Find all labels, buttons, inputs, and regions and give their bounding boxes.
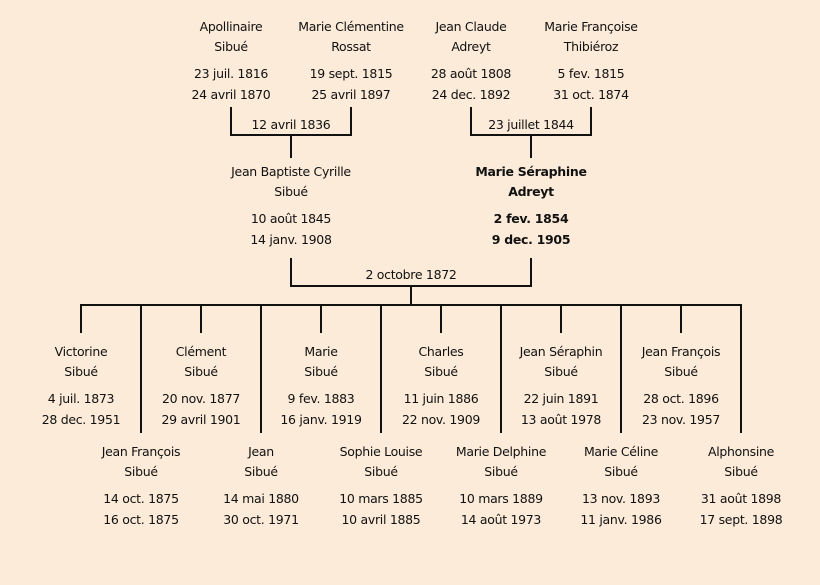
- birth-date: 10 août 1845: [250, 211, 332, 226]
- death-date: 23 nov. 1957: [641, 412, 721, 427]
- person-last-name: Sibué: [724, 464, 758, 479]
- marriage-date: 12 avril 1836: [251, 117, 331, 132]
- person-first-name: Alphonsine: [707, 444, 775, 459]
- person-last-name: Sibué: [424, 364, 458, 379]
- death-date: 9 dec. 1905: [491, 232, 571, 247]
- person-first-name: Apollinaire: [199, 19, 263, 34]
- marriage-date: 2 octobre 1872: [365, 267, 457, 282]
- death-date: 13 août 1978: [520, 412, 602, 427]
- person-first-name: Marie Clémentine: [298, 19, 404, 34]
- death-date: 28 dec. 1951: [41, 412, 121, 427]
- birth-date: 10 mars 1885: [339, 491, 423, 506]
- person-first-name: Jean: [248, 444, 274, 459]
- death-date: 24 avril 1870: [191, 87, 271, 102]
- death-date: 14 août 1973: [460, 512, 542, 527]
- birth-date: 28 oct. 1896: [643, 391, 719, 406]
- birth-date: 23 juil. 1816: [193, 66, 269, 81]
- person-first-name: Marie Delphine: [455, 444, 547, 459]
- person-first-name: Sophie Louise: [339, 444, 423, 459]
- birth-date: 14 oct. 1875: [103, 491, 179, 506]
- death-date: 11 janv. 1986: [580, 512, 662, 527]
- person-last-name: Adreyt: [451, 39, 491, 54]
- person-last-name: Sibué: [184, 364, 218, 379]
- death-date: 24 dec. 1892: [431, 87, 511, 102]
- person-first-name: Marie Françoise: [544, 19, 638, 34]
- birth-date: 28 août 1808: [430, 66, 512, 81]
- death-date: 30 oct. 1971: [223, 512, 299, 527]
- person-last-name: Sibué: [364, 464, 398, 479]
- death-date: 22 nov. 1909: [401, 412, 481, 427]
- person-last-name: Sibué: [604, 464, 638, 479]
- person-first-name: Marie: [304, 344, 338, 359]
- person-first-name: Marie Céline: [583, 444, 659, 459]
- birth-date: 5 fev. 1815: [557, 66, 625, 81]
- birth-date: 10 mars 1889: [459, 491, 543, 506]
- birth-date: 19 sept. 1815: [309, 66, 393, 81]
- death-date: 25 avril 1897: [311, 87, 391, 102]
- person-last-name: Adreyt: [508, 184, 554, 199]
- person-first-name: Jean François: [101, 444, 181, 459]
- person-last-name: Sibué: [304, 364, 338, 379]
- death-date: 16 janv. 1919: [280, 412, 362, 427]
- birth-date: 4 juil. 1873: [47, 391, 115, 406]
- person-last-name: Sibué: [124, 464, 158, 479]
- person-last-name: Sibué: [274, 184, 308, 199]
- person-last-name: Sibué: [214, 39, 248, 54]
- death-date: 29 avril 1901: [161, 412, 241, 427]
- death-date: 10 avril 1885: [341, 512, 421, 527]
- person-first-name: Victorine: [54, 344, 108, 359]
- person-last-name: Sibué: [484, 464, 518, 479]
- marriage-date: 23 juillet 1844: [488, 117, 574, 132]
- birth-date: 13 nov. 1893: [581, 491, 661, 506]
- person-last-name: Sibué: [664, 364, 698, 379]
- person-first-name: Charles: [418, 344, 464, 359]
- person-first-name: Jean Séraphin: [519, 344, 603, 359]
- birth-date: 20 nov. 1877: [161, 391, 241, 406]
- death-date: 31 oct. 1874: [553, 87, 629, 102]
- person-last-name: Rossat: [331, 39, 371, 54]
- birth-date: 22 juin 1891: [523, 391, 599, 406]
- death-date: 14 janv. 1908: [250, 232, 332, 247]
- person-first-name: Jean Claude: [435, 19, 507, 34]
- person-first-name: Jean Baptiste Cyrille: [231, 164, 351, 179]
- birth-date: 31 août 1898: [700, 491, 782, 506]
- person-last-name: Sibué: [244, 464, 278, 479]
- person-last-name: Thibiéroz: [563, 39, 619, 54]
- death-date: 17 sept. 1898: [699, 512, 783, 527]
- person-first-name: Marie Séraphine: [475, 164, 587, 179]
- person-last-name: Sibué: [64, 364, 98, 379]
- person-first-name: Clément: [175, 344, 227, 359]
- birth-date: 2 fev. 1854: [493, 211, 569, 226]
- birth-date: 11 juin 1886: [403, 391, 479, 406]
- person-last-name: Sibué: [544, 364, 578, 379]
- birth-date: 14 mai 1880: [223, 491, 299, 506]
- birth-date: 9 fev. 1883: [287, 391, 355, 406]
- person-first-name: Jean François: [641, 344, 721, 359]
- death-date: 16 oct. 1875: [103, 512, 179, 527]
